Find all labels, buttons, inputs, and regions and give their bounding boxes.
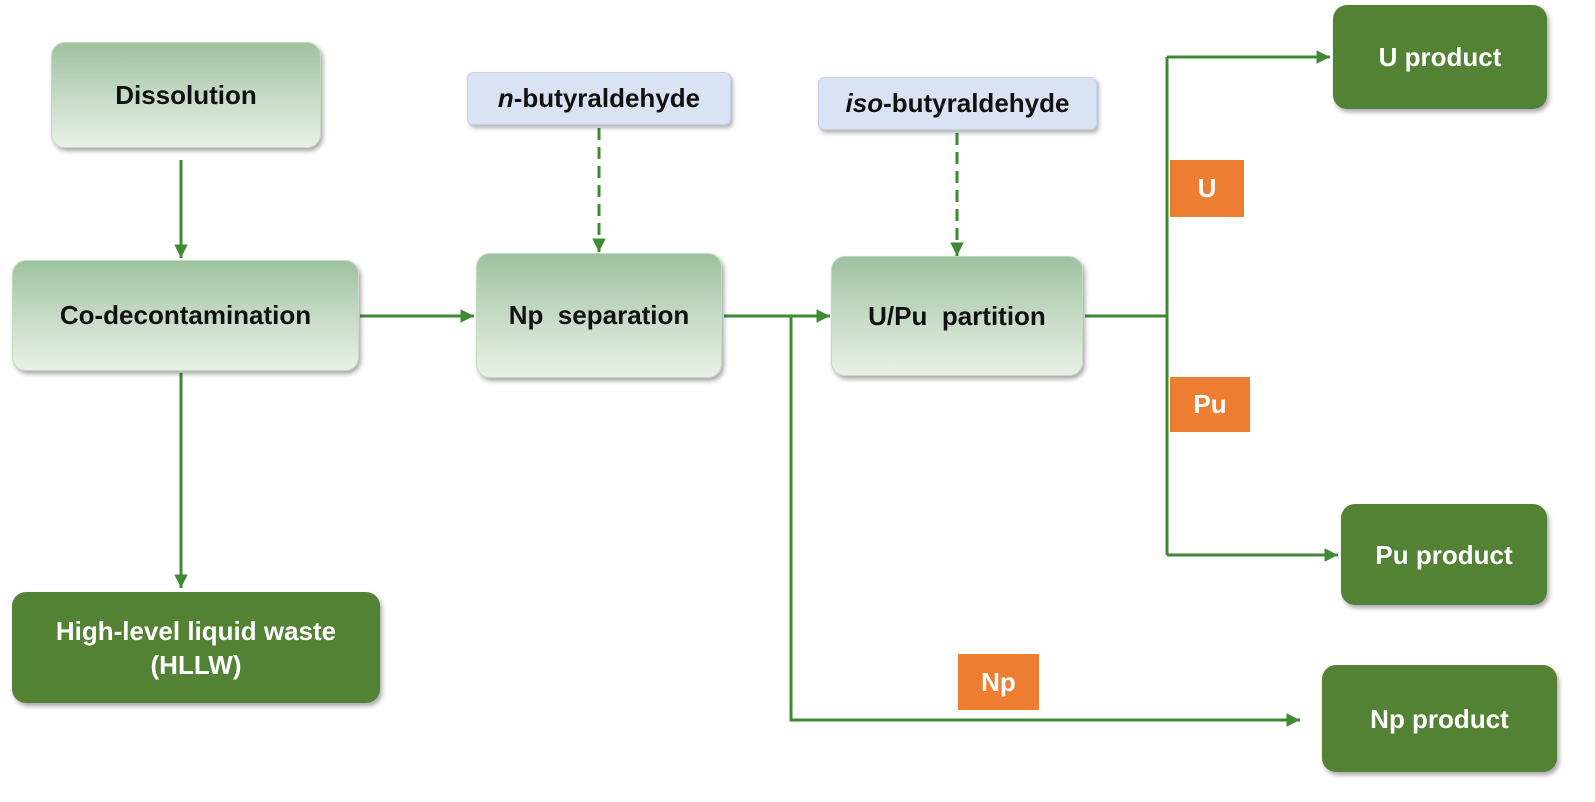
u-pu-partition-label: U/Pu partition — [868, 300, 1046, 331]
arrow-np-stream-to-np-product — [789, 316, 1300, 727]
iso-butyraldehyde-prefix: iso — [845, 88, 884, 118]
u-product-label: U product — [1378, 42, 1502, 72]
co-decontamination-box: Co-decontamination — [12, 260, 359, 371]
pu-stream-tag: Pu — [1170, 377, 1250, 432]
iso-butyraldehyde-box: iso-butyraldehyde — [818, 77, 1097, 130]
dissolution-label: Dissolution — [115, 79, 257, 110]
np-stream-tag-label: Np — [981, 666, 1016, 697]
n-butyraldehyde-prefix: n — [497, 83, 514, 113]
n-butyraldehyde-box: n-butyraldehyde — [467, 72, 731, 125]
pu-product-label: Pu product — [1375, 539, 1513, 570]
np-separation-box: Np separation — [476, 253, 722, 378]
np-product-label: Np product — [1370, 703, 1509, 734]
hllw-label-line1: High-level liquid waste — [55, 615, 337, 646]
dissolution-box: Dissolution — [51, 42, 321, 148]
hllw-box: High-level liquid waste (HLLW) — [12, 592, 380, 703]
np-product-box: Np product — [1322, 665, 1557, 772]
pu-stream-tag-label: Pu — [1193, 389, 1227, 419]
pu-product-box: Pu product — [1341, 504, 1547, 605]
co-decontamination-label: Co-decontamination — [59, 300, 312, 330]
u-pu-partition-box: U/Pu partition — [831, 256, 1083, 376]
u-stream-tag: U — [1170, 160, 1244, 217]
n-butyraldehyde-suffix: -butyraldehyde — [513, 83, 701, 113]
np-stream-tag: Np — [958, 654, 1039, 710]
u-product-box: U product — [1333, 5, 1547, 109]
hllw-label-line2: (HLLW) — [150, 649, 242, 680]
np-separation-label: Np separation — [508, 300, 690, 330]
u-stream-tag-label: U — [1197, 173, 1217, 203]
iso-butyraldehyde-suffix: -butyraldehyde — [883, 88, 1070, 118]
